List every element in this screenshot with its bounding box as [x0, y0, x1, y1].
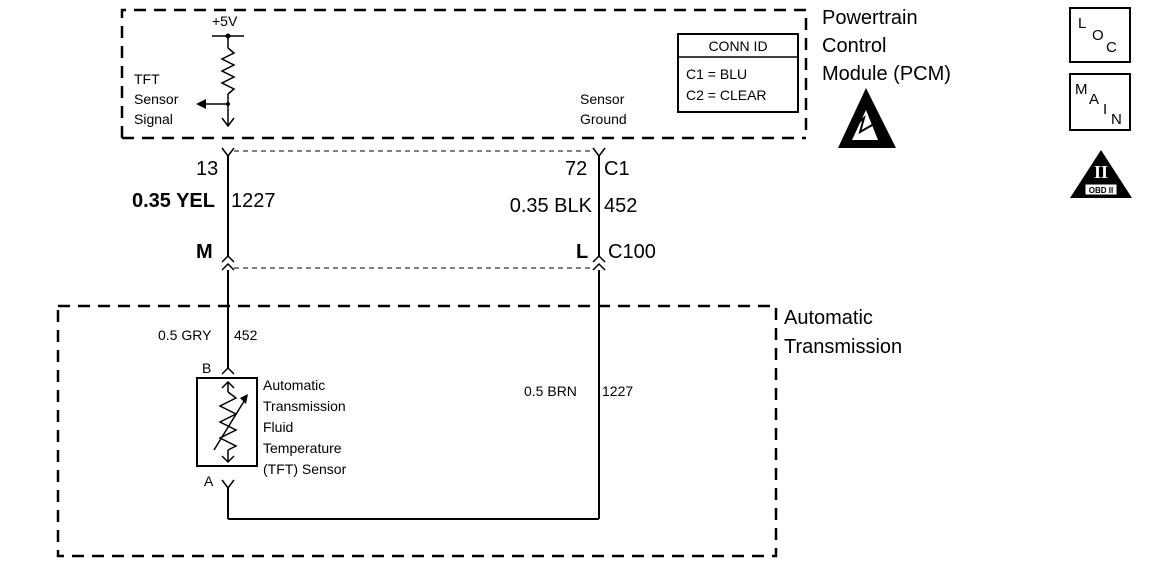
pcm-connector-name: C1	[604, 158, 630, 180]
sensor-ground-label-line2: Ground	[580, 111, 627, 127]
svg-text:N: N	[1111, 111, 1122, 128]
upper-wire-labels: 0.35 YEL 1227 0.35 BLK 452	[132, 190, 637, 217]
c100-connector-name: C100	[608, 241, 656, 263]
svg-text:M: M	[1075, 81, 1088, 98]
signal-arrow-icon	[196, 99, 206, 109]
supply-voltage-label: +5V	[212, 13, 238, 29]
pcm-title-line2: Control	[822, 35, 886, 57]
esd-warning-icon	[838, 88, 896, 148]
sensor-pin-b-label: B	[202, 360, 211, 376]
conn-id-table: CONN ID C1 = BLU C2 = CLEAR	[677, 33, 799, 113]
tft-signal-label-line3: Signal	[134, 111, 173, 127]
svg-text:OBD II: OBD II	[1089, 186, 1113, 195]
sensor-pin-a-label: A	[204, 473, 214, 489]
svg-text:A: A	[1089, 91, 1099, 108]
main-icon: M A I N	[1069, 73, 1131, 131]
transmission-title: Automatic Transmission	[784, 307, 902, 358]
c100-pin-m-label: M	[196, 241, 213, 263]
sensor-label-line2: Transmission	[263, 398, 346, 414]
pcm-title-line1: Powertrain	[822, 7, 918, 29]
lower-wire-labels: 0.5 GRY 452 0.5 BRN 1227	[158, 327, 633, 399]
wire-lower-left-circuit: 452	[234, 327, 258, 343]
conn-id-row1: C1 = BLU	[686, 66, 747, 82]
wire-lower-left-color: 0.5 GRY	[158, 327, 212, 343]
sensor-label-line3: Fluid	[263, 419, 293, 435]
transmission-title-line1: Automatic	[784, 307, 873, 329]
wire-lower-right-color: 0.5 BRN	[524, 383, 577, 399]
conn-id-row2: C2 = CLEAR	[686, 87, 767, 103]
conn-id-header: CONN ID	[708, 38, 767, 54]
transmission-boundary	[56, 304, 778, 558]
svg-text:L: L	[1078, 15, 1086, 32]
svg-text:O: O	[1092, 27, 1104, 44]
thermistor-icon	[218, 391, 238, 451]
tft-signal-label-line1: TFT	[134, 71, 160, 87]
sensor-ground-label-line1: Sensor	[580, 91, 625, 107]
wire-upper-right-color: 0.35 BLK	[510, 195, 593, 217]
pcm-pin-13-label: 13	[196, 158, 218, 180]
obd-ii-icon: II OBD II	[1070, 150, 1132, 198]
svg-text:II: II	[1094, 162, 1108, 182]
pull-up-resistor-icon	[220, 47, 236, 95]
wire-upper-left-circuit: 1227	[231, 190, 276, 212]
svg-text:I: I	[1103, 101, 1107, 118]
wire-lower-right-circuit: 1227	[602, 383, 633, 399]
pcm-connector-c1: 13 72 C1	[196, 147, 630, 180]
pcm-pin-72-label: 72	[565, 158, 587, 180]
wire-upper-left-color: 0.35 YEL	[132, 190, 215, 212]
inline-connector-c100: M L C100	[196, 241, 656, 271]
svg-text:C: C	[1106, 39, 1117, 56]
c100-pin-l-label: L	[576, 241, 588, 263]
transmission-title-line2: Transmission	[784, 336, 902, 358]
sensor-label-line5: (TFT) Sensor	[263, 461, 347, 477]
pcm-title-line3: Module (PCM)	[822, 63, 951, 85]
pcm-title: Powertrain Control Module (PCM)	[822, 7, 951, 85]
pcm-internal-circuit: +5V TFT Sensor Signal Sensor Ground	[134, 13, 627, 128]
sensor-label-line4: Temperature	[263, 440, 342, 456]
wires	[227, 156, 600, 520]
tft-sensor: B A Automatic Transmission Fluid Tempera…	[196, 360, 347, 490]
location-icon: L O C	[1069, 7, 1131, 63]
tft-signal-label-line2: Sensor	[134, 91, 179, 107]
sensor-label-line1: Automatic	[263, 377, 325, 393]
pcm-boundary	[120, 8, 808, 140]
wire-upper-right-circuit: 452	[604, 195, 637, 217]
